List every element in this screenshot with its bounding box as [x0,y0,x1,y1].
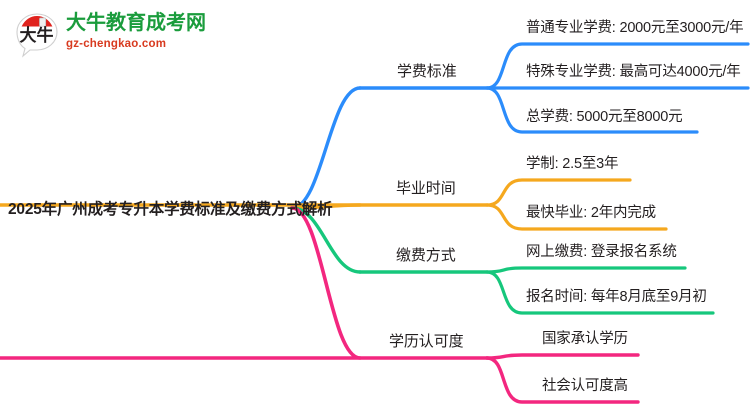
svg-text:大牛: 大牛 [20,25,54,45]
leaf-label-tuition-normal[interactable]: 普通专业学费: 2000元至3000元/年 [526,20,744,36]
topic-label-tuition[interactable]: 学费标准 [397,63,457,80]
mindmap-root-label: 2025年广州成考专升本学费标准及缴费方式解析 [8,201,333,218]
connector-graduation-leaf-1 [485,178,632,207]
site-logo[interactable]: 大牛 大牛教育成考网 gz-chengkao.com [14,10,206,60]
leaf-label-graduation-system[interactable]: 学制: 2.5至3年 [526,156,619,172]
connector-tuition-leaf-3 [485,86,699,134]
leaf-label-tuition-special[interactable]: 特殊专业学费: 最高可达4000元/年 [526,64,741,80]
leaf-label-payment-online[interactable]: 网上缴费: 登录报名系统 [526,244,677,260]
connector-tuition-leaf-1 [485,42,750,90]
connector-recognition-leaf-2 [485,356,640,404]
logo-site-name: 大牛教育成考网 [66,12,206,34]
logo-text-block: 大牛教育成考网 gz-chengkao.com [66,11,206,52]
connector-recognition-leaf-1 [485,353,640,360]
leaf-label-recognition-national[interactable]: 国家承认学历 [542,331,628,347]
connector-root-to-tuition [290,86,362,210]
connector-payment-leaf-2 [485,270,715,315]
leaf-label-payment-signup-time[interactable]: 报名时间: 每年8月底至9月初 [526,289,707,305]
leaf-label-graduation-fastest[interactable]: 最快毕业: 2年内完成 [526,205,656,221]
leaf-label-recognition-social[interactable]: 社会认可度高 [542,378,628,394]
logo-mark-icon: 大牛 [16,13,58,58]
connector-root-to-payment [290,206,362,274]
connector-root-to-recognition [290,206,362,360]
connector-graduation-leaf-2 [485,203,668,231]
topic-label-graduation[interactable]: 毕业时间 [396,180,456,197]
leaf-label-tuition-total[interactable]: 总学费: 5000元至8000元 [526,109,683,125]
connector-payment-leaf-1 [485,266,687,274]
logo-site-url: gz-chengkao.com [66,38,167,50]
topic-label-recognition[interactable]: 学历认可度 [389,333,464,350]
topic-label-payment[interactable]: 缴费方式 [396,247,456,264]
